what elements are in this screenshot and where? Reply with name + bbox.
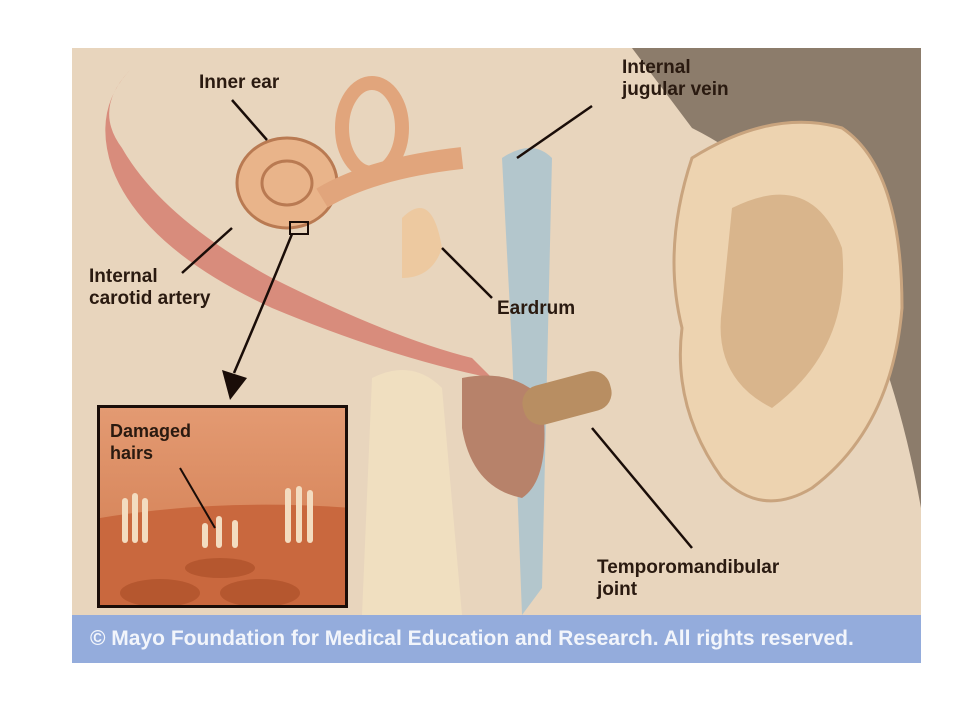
label-temporomandibular-joint: Temporomandibular joint (597, 557, 780, 600)
label-internal-jugular-vein: Internal jugular vein (622, 57, 729, 100)
artery (105, 68, 493, 378)
label-inner-ear: Inner ear (199, 72, 280, 93)
damaged-hairs-inset: Damaged hairs (97, 405, 348, 608)
label-damaged-hairs: Damaged hairs (110, 421, 192, 463)
copyright-footer: © Mayo Foundation for Medical Education … (72, 615, 921, 663)
label-eardrum: Eardrum (497, 298, 576, 319)
label-internal-carotid-artery: Internal carotid artery (89, 266, 211, 309)
ear-anatomy-illustration (72, 48, 921, 615)
jugular-vein (502, 148, 552, 615)
hair-cells-illustration (100, 467, 345, 605)
